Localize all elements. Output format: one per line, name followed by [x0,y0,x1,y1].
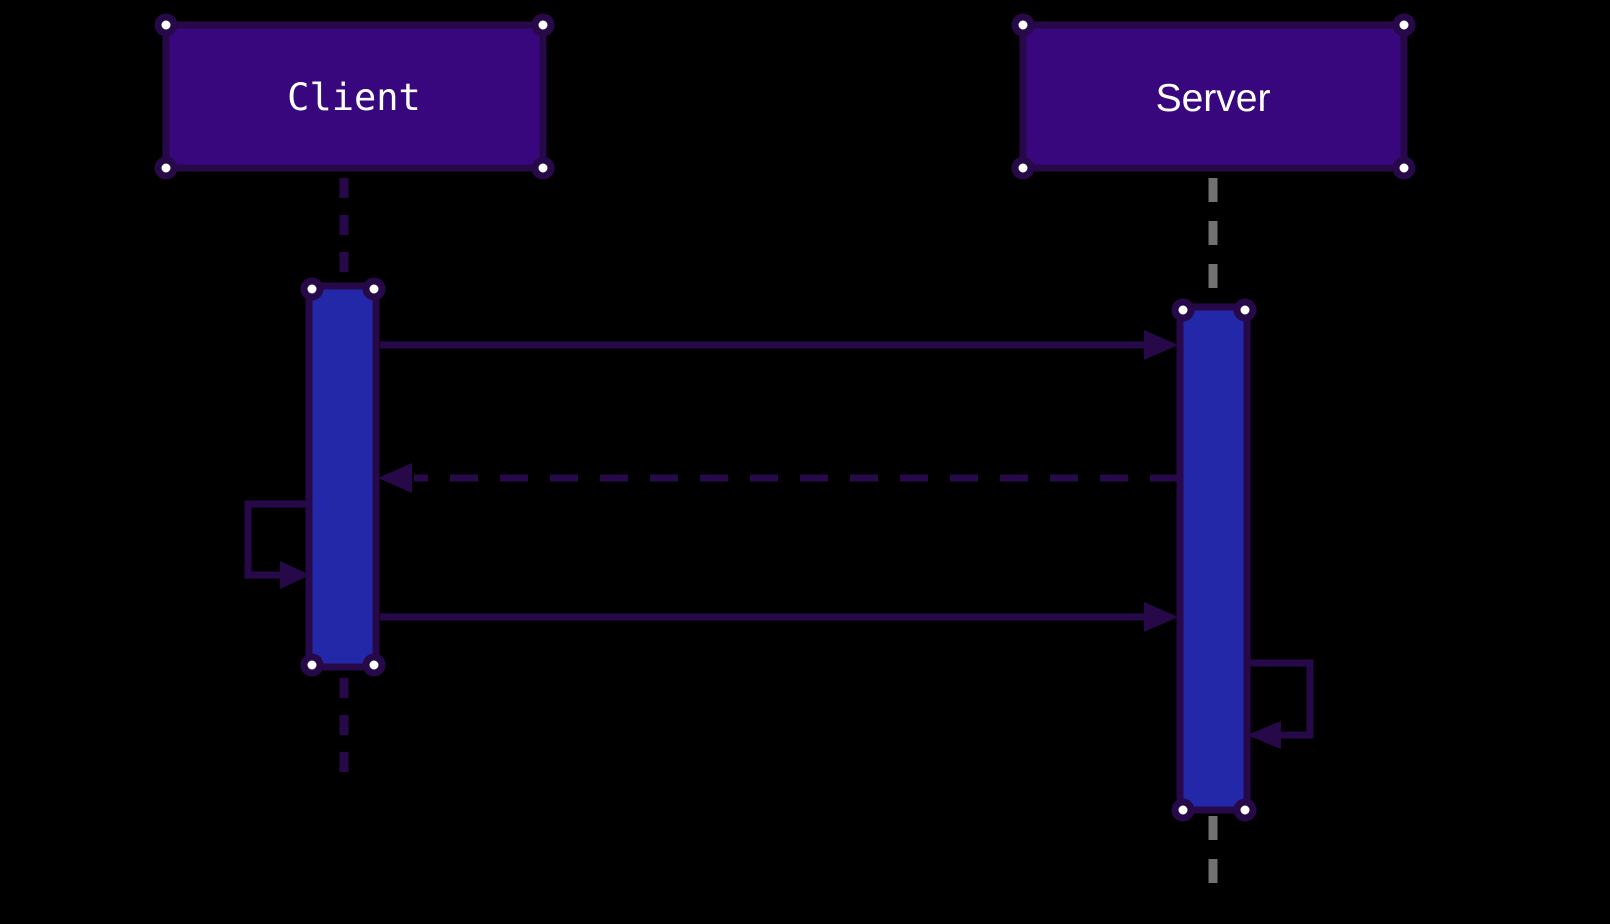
server-bar-handle-bottom-left[interactable] [1171,798,1195,822]
client-bar-handle-top-left[interactable] [300,277,324,301]
server-box-handle-top-left[interactable] [1011,13,1035,37]
client-box-handle-top-left[interactable] [154,13,178,37]
message-1-arrowhead-icon [1144,330,1178,360]
message-3-self-loop[interactable] [244,500,310,579]
message-3-arrowhead-icon [280,561,310,589]
server-bar-handle-bottom-right[interactable] [1233,798,1257,822]
client-activation-bar[interactable] [305,282,380,671]
message-5-arrowhead-icon [1247,721,1281,749]
server-actor-box[interactable] [1019,21,1408,172]
server-box-handle-top-right[interactable] [1392,13,1416,37]
server-bar-handle-top-right[interactable] [1233,298,1257,322]
client-box-handle-bottom-left[interactable] [154,156,178,180]
client-bar-handle-bottom-left[interactable] [300,653,324,677]
client-bar-handle-top-right[interactable] [362,277,386,301]
server-activation-bar[interactable] [1176,303,1251,814]
client-box-handle-top-right[interactable] [531,13,555,37]
message-4-arrowhead-icon [1144,602,1178,632]
message-5-self-loop[interactable] [1247,659,1314,739]
server-box-handle-bottom-right[interactable] [1392,156,1416,180]
client-box-handle-bottom-right[interactable] [531,156,555,180]
client-bar-handle-bottom-right[interactable] [362,653,386,677]
server-box-handle-bottom-left[interactable] [1011,156,1035,180]
server-actor-label: Server [1156,77,1271,120]
client-actor-box[interactable] [162,21,547,172]
message-2-arrowhead-icon [378,463,412,493]
client-actor-label: Client [287,76,421,119]
server-bar-handle-top-left[interactable] [1171,298,1195,322]
